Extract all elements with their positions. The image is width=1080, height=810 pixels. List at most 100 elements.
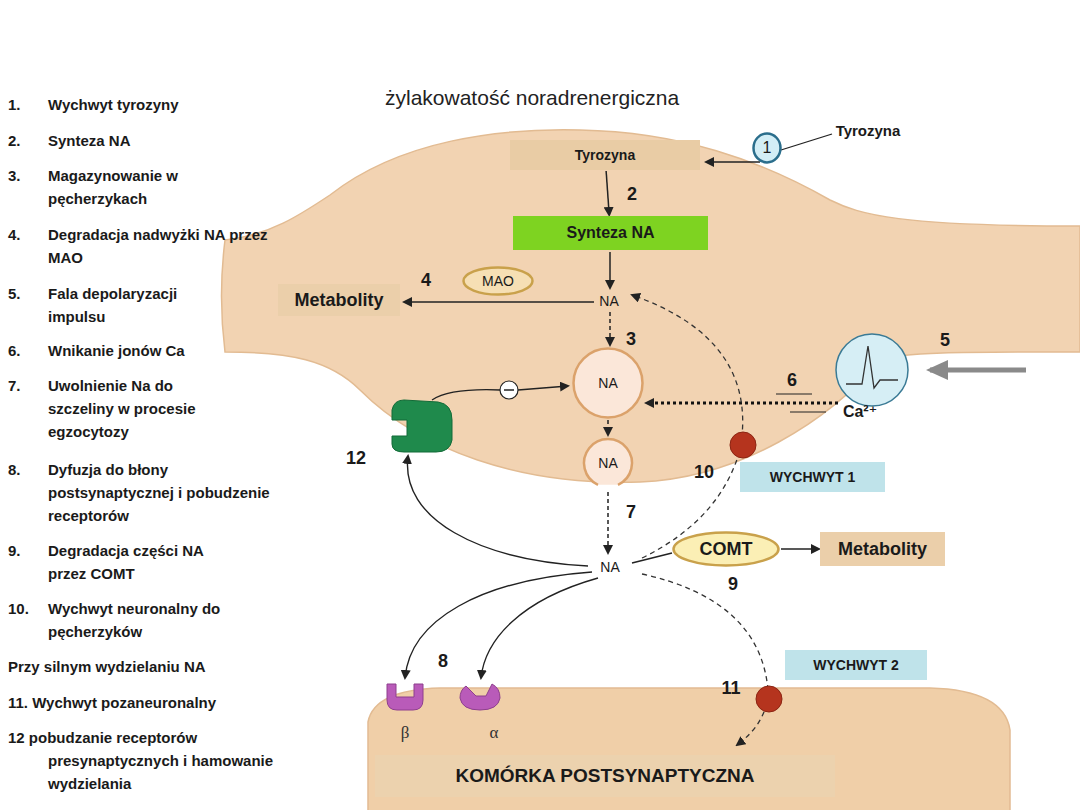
node-text: MAO [482, 273, 514, 289]
substance-label: Tyrozyna [836, 122, 901, 139]
list-number: 9. [8, 539, 21, 562]
enzyme-oval: MAO [462, 266, 534, 296]
list-text: 11. Wychwyt pozaneuronalny [8, 691, 298, 714]
callout-number: 10 [694, 462, 714, 483]
ion-label: Ca²⁺ [843, 402, 877, 421]
list-text: Uwolnienie Na do szczeliny w procesie eg… [48, 374, 238, 443]
transporter-box: WYCHWYT 2 [785, 650, 927, 680]
channel-line [776, 394, 812, 395]
callout-number: 12 [346, 448, 366, 469]
list-text: Degradacja nadwyżki NA przez MAO [48, 223, 273, 269]
list-number: 4. [8, 223, 21, 246]
uptake-arrow [706, 161, 760, 163]
list-text: Synteza NA [48, 129, 273, 152]
list-number: 10. [8, 597, 29, 620]
connector-arrow [781, 548, 819, 550]
cell-label-box: KOMÓRKA POSTSYNAPTYCZNA [375, 755, 835, 797]
callout-number: 11 [721, 678, 740, 699]
callout-number: 9 [728, 574, 738, 595]
metabolite-box: Metabolity [820, 532, 945, 566]
alpha-receptor [460, 684, 500, 710]
callout-number: 4 [421, 270, 431, 291]
inhibition-sign [500, 381, 518, 399]
list-text: 12 pobudzanie receptorów presynaptycznyc… [8, 726, 313, 795]
list-number: 8. [8, 458, 21, 481]
flow-arrow [609, 252, 611, 288]
receptor-label: β [401, 723, 410, 743]
connector-arrow [607, 420, 609, 435]
spike-trace [846, 346, 898, 388]
list-text: Magazynowanie w pęcherzykach [48, 164, 273, 210]
calcium-arrow [646, 402, 838, 405]
substance-label: NA [600, 559, 619, 575]
list-heading: Przy silnym wydzielaniu NA [8, 655, 298, 678]
node-text: WYCHWYT 1 [770, 469, 856, 485]
list-text: Wychwyt neuronalny do pęcherzyków [48, 597, 273, 643]
inhibition-line [432, 390, 500, 400]
list-text: Wychwyt tyrozyny [48, 93, 273, 116]
action-potential-icon [836, 334, 908, 406]
connector-arrow [606, 171, 609, 215]
substrate-box: Tyrozyna [510, 140, 700, 170]
release-arrow [607, 492, 609, 553]
list-number: 2. [8, 129, 21, 152]
node-text: Metabolity [838, 539, 927, 560]
node-text: Synteza NA [566, 224, 654, 242]
vesicle-outline [574, 349, 643, 418]
list-number: 3. [8, 164, 21, 187]
storage-arrow [609, 312, 611, 345]
metabolite-box: Metabolity [278, 284, 400, 316]
leader-line [781, 134, 832, 150]
diagram-title: żylakowatość noradrenergiczna [385, 86, 679, 110]
node-text: NA [598, 455, 617, 471]
node-text: COMT [700, 539, 753, 560]
receptor-label: α [490, 723, 499, 743]
channel-line [790, 412, 826, 413]
enzyme-oval: COMT [672, 531, 780, 567]
list-text: Wnikanie jonów Ca [48, 339, 273, 362]
node-text: KOMÓRKA POSTSYNAPTYCZNA [455, 765, 754, 787]
callout-number: 7 [626, 502, 636, 523]
receptor-arrow [405, 572, 592, 678]
transporter-box: WYCHWYT 1 [740, 462, 885, 492]
presynaptic-receptor [392, 400, 452, 452]
extraneuronal-path [642, 574, 768, 745]
substance-label: NA [599, 293, 618, 309]
impulse-arrow [930, 368, 1026, 373]
node-text: 1 [763, 139, 772, 157]
callout-circle: 1 [752, 132, 782, 164]
transporter-2 [756, 686, 782, 712]
list-text: Degradacja części NA przez COMT [48, 539, 223, 585]
presynaptic-varicosity [222, 130, 1080, 483]
list-number: 7. [8, 374, 21, 397]
node-text: Tyrozyna [575, 147, 635, 163]
enzyme-oval-outline [464, 268, 533, 295]
flow-arrow [404, 301, 594, 303]
inhibition-arrow [518, 386, 568, 390]
autoreceptor-arrow [407, 456, 588, 566]
process-box: Synteza NA [513, 216, 708, 250]
list-number: 6. [8, 339, 21, 362]
callout-number: 5 [940, 330, 950, 351]
flow-line [632, 553, 672, 563]
node-text: WYCHWYT 2 [813, 657, 899, 673]
receptor-arrow [481, 578, 598, 678]
node-text: Metabolity [294, 290, 383, 311]
vesicle: NA [572, 347, 644, 419]
node-text: NA [598, 375, 617, 391]
list-text: Fala depolaryzacji impulsu [48, 282, 238, 328]
transporter-1 [730, 432, 756, 458]
reuptake-path [632, 295, 743, 558]
callout-number: 6 [787, 370, 797, 391]
list-text: Dyfuzja do błony postsynaptycznej i pobu… [48, 458, 273, 527]
callout-number: 8 [438, 651, 448, 672]
callout-circle-outline [754, 134, 781, 163]
list-number: 1. [8, 93, 21, 116]
callout-number: 3 [626, 329, 636, 350]
list-number: 5. [8, 282, 21, 305]
fusing-vesicle: NA [578, 436, 638, 490]
fusing-vesicle-outline [584, 439, 632, 485]
inhibition-sign [504, 389, 514, 391]
beta-receptor [387, 684, 423, 710]
enzyme-oval-outline [674, 533, 779, 566]
